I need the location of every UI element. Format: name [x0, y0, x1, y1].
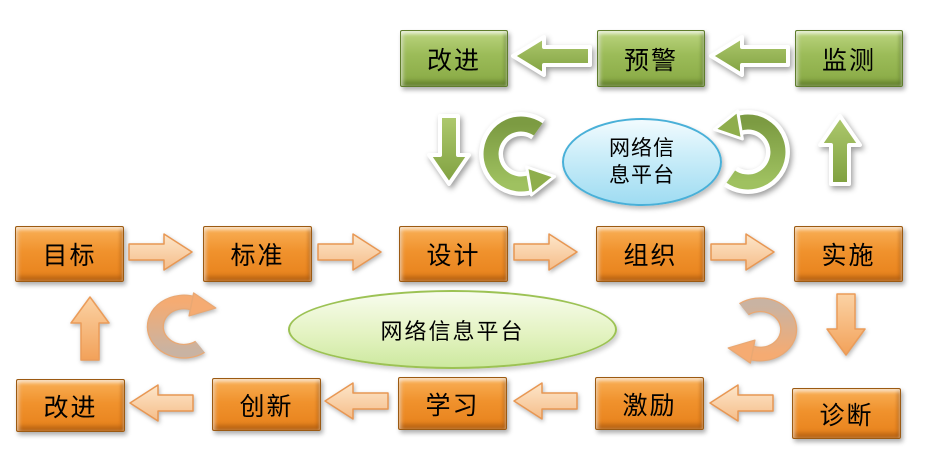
box-diagnosis-label: 诊断	[819, 400, 874, 430]
box-innovation-label: 创新	[239, 391, 294, 421]
box-monitoring-label: 监测	[821, 45, 876, 75]
box-improvement-bottom: 改进	[16, 379, 125, 432]
box-learning-label: 学习	[425, 390, 480, 420]
box-improvement-top: 改进	[400, 30, 508, 87]
box-innovation: 创新	[212, 378, 321, 431]
arrow-left-icon	[513, 382, 578, 420]
box-design: 设计	[399, 226, 508, 282]
box-monitoring: 监测	[795, 30, 903, 87]
arrow-right-icon	[513, 233, 578, 271]
box-diagnosis: 诊断	[792, 388, 901, 439]
arrow-right-icon	[128, 233, 193, 271]
box-motivation: 激励	[595, 377, 704, 430]
curved-arrow-icon	[727, 297, 798, 364]
arrow-up-icon	[70, 296, 110, 361]
box-goal-label: 目标	[42, 241, 97, 270]
arrow-up-icon	[818, 114, 862, 186]
curved-arrow-icon	[479, 112, 557, 197]
platform-upper-line2: 息平台	[609, 163, 675, 187]
box-standard: 标准	[203, 226, 312, 282]
arrow-down-icon	[427, 114, 471, 186]
curved-arrow-icon	[712, 109, 790, 194]
platform-lower-label: 网络信息平台	[380, 319, 525, 345]
box-implementation: 实施	[794, 226, 903, 282]
arrow-left-icon	[709, 35, 790, 77]
box-early-warning-label: 预警	[623, 45, 678, 75]
box-improvement-bottom-label: 改进	[43, 392, 98, 422]
curved-arrow-icon	[146, 292, 217, 359]
arrow-left-icon	[709, 384, 774, 422]
box-standard-label: 标准	[230, 241, 285, 270]
box-design-label: 设计	[426, 241, 481, 270]
platform-ellipse-upper: 网络信 息平台	[562, 118, 722, 206]
arrow-right-icon	[317, 233, 382, 271]
box-learning: 学习	[398, 377, 507, 430]
box-organization: 组织	[596, 226, 705, 282]
box-early-warning: 预警	[597, 30, 705, 87]
box-improvement-top-label: 改进	[426, 45, 481, 75]
arrow-left-icon	[324, 382, 389, 420]
box-implementation-label: 实施	[821, 241, 876, 270]
box-motivation-label: 激励	[622, 390, 677, 420]
platform-ellipse-lower: 网络信息平台	[288, 290, 617, 369]
arrow-left-icon	[129, 384, 194, 422]
box-organization-label: 组织	[623, 241, 678, 270]
box-goal: 目标	[15, 226, 124, 282]
platform-upper-line1: 网络信	[609, 135, 675, 160]
arrow-right-icon	[710, 233, 775, 271]
arrow-down-icon	[826, 293, 866, 356]
arrow-left-icon	[511, 35, 592, 77]
